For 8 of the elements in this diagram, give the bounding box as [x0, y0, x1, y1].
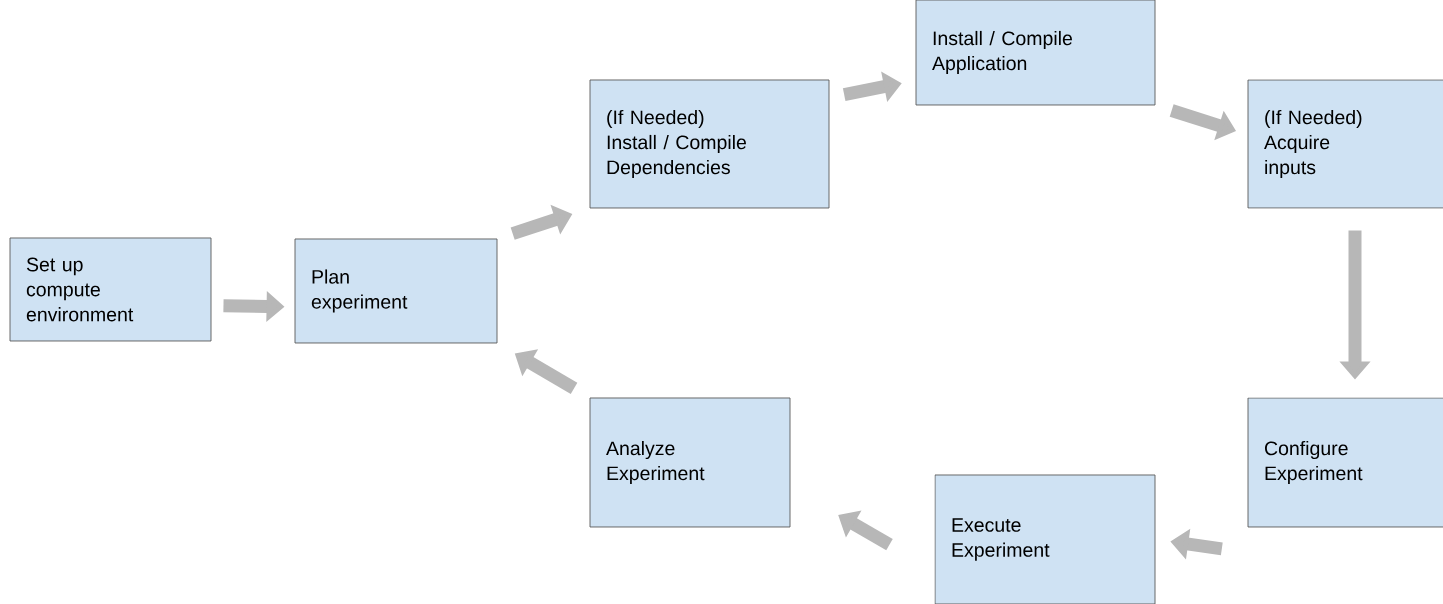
process-box: Set up compute environment	[9, 237, 212, 342]
process-box: Plan experiment	[294, 238, 498, 344]
process-box: Configure Experiment	[1247, 397, 1443, 528]
process-box: (If Needed) Acquire inputs	[1247, 79, 1443, 209]
process-box: (If Needed) Install / Compile Dependencies	[589, 79, 830, 209]
process-box: Install / Compile Application	[915, 0, 1156, 106]
process-box: Analyze Experiment	[589, 397, 791, 528]
process-box: Execute Experiment	[934, 474, 1156, 604]
